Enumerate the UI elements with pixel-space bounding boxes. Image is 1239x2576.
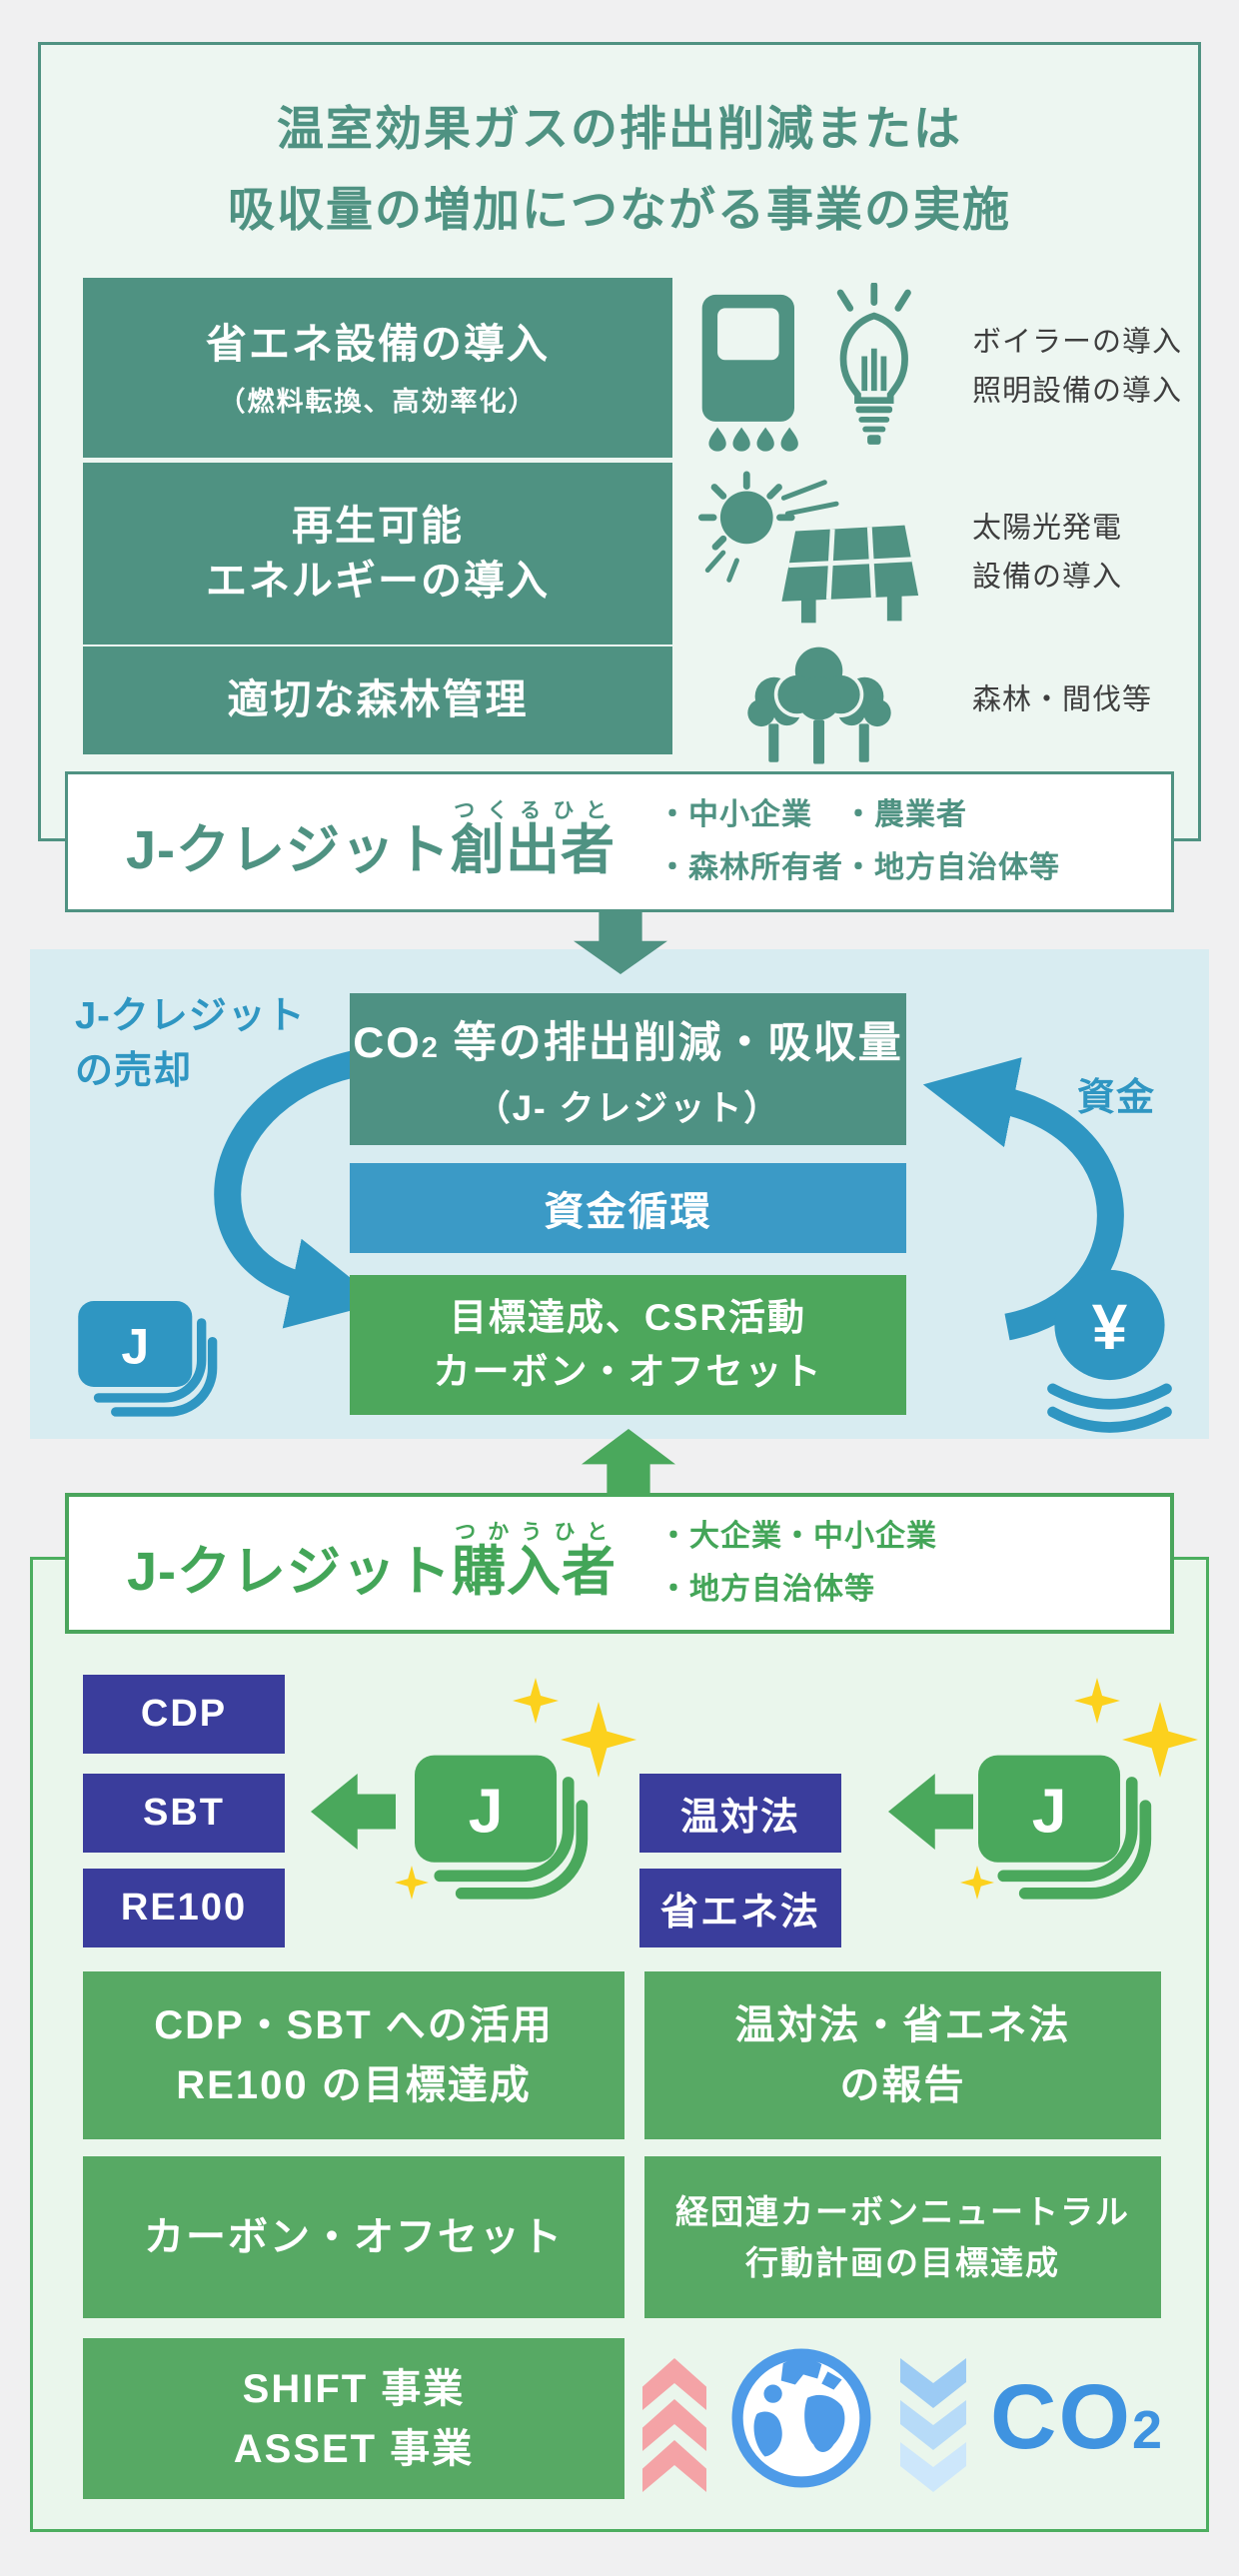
creator-examples-line1: ・中小企業 ・農業者	[657, 798, 968, 831]
renewable-example-label: 太陽光発電 設備の導入	[972, 505, 1122, 604]
renewable-line2: エネルギーの導入	[206, 558, 550, 604]
benefit-shift-line2: ASSET 事業	[233, 2426, 475, 2471]
forest-management-box: 適切な森林管理	[83, 646, 672, 754]
co2-reduction-box: CO2 等の排出削減・吸収量 （J- クレジット）	[350, 993, 906, 1145]
creator-examples: ・中小企業 ・農業者 ・森林所有者・地方自治体等	[657, 789, 1060, 894]
chevron-up-icon	[642, 2440, 706, 2492]
credit-creator-box: J-クレジット創出者つくるひと ・中小企業 ・農業者 ・森林所有者・地方自治体等	[65, 771, 1174, 912]
label-lighting: 照明設備の導入	[972, 376, 1183, 408]
page-title: 温室効果ガスの排出削減または 吸収量の増加につながる事業の実施	[41, 89, 1198, 251]
buyer-furigana: つかうひと	[452, 1521, 618, 1544]
renewable-line1: 再生可能	[292, 502, 464, 549]
benefit-keidanren-line2: 行動計画の目標達成	[745, 2244, 1060, 2281]
sparkle-icon	[1074, 1678, 1120, 1724]
credit-sale-label-line2: の売却	[75, 1050, 193, 1093]
row-energy-saving: 省エネ設備の導入 （燃料転換、高効率化）	[41, 278, 1198, 458]
chevron-down-icon	[900, 2358, 966, 2408]
benefit-shift-asset-box: SHIFT 事業 ASSET 事業	[83, 2338, 624, 2499]
sparkle-icon	[513, 1678, 559, 1724]
goal-line2: カーボン・オフセット	[433, 1351, 823, 1392]
boiler-and-bulb-icon	[685, 278, 953, 458]
scheme-ontaiho: 温対法	[639, 1774, 841, 1853]
benefit-offset-text: カーボン・オフセット	[144, 2215, 564, 2259]
benefit-law-report-box: 温対法・省エネ法 の報告	[644, 1971, 1161, 2139]
label-solar-equipment: 設備の導入	[972, 562, 1123, 594]
co2-reduction-rest: 等の排出削減・吸収量	[439, 1018, 903, 1067]
funds-label: 資金	[1077, 1077, 1156, 1119]
scheme-sbt: SBT	[83, 1774, 285, 1853]
benefit-law-line2: の報告	[839, 2063, 966, 2107]
creator-heading-base: 創出者	[451, 820, 617, 880]
fund-circulation-box: 資金循環	[350, 1163, 906, 1253]
sun-solar-panel-icon	[685, 463, 953, 644]
arrow-left-icon	[888, 1774, 973, 1850]
buyer-heading-prefix: J-クレジット	[127, 1542, 453, 1602]
creator-examples-line2: ・森林所有者・地方自治体等	[657, 850, 1061, 884]
energy-saving-subtitle: （燃料転換、高効率化）	[218, 387, 538, 418]
scheme-cdp: CDP	[83, 1675, 285, 1754]
j-letter: J	[1032, 1778, 1067, 1847]
row-renewable-energy: 再生可能 エネルギーの導入	[41, 463, 1198, 644]
buyer-examples: ・大企業・中小企業 ・地方自治体等	[658, 1511, 937, 1616]
creator-furigana: つくるひと	[451, 799, 616, 822]
j-letter: J	[469, 1778, 504, 1847]
co2-label: CO2	[990, 2371, 1164, 2463]
buyer-heading-base: 購入者	[452, 1542, 618, 1602]
benefit-shift-line1: SHIFT 事業	[242, 2366, 466, 2411]
scheme-shoeneho: 省エネ法	[639, 1869, 841, 1947]
creator-heading: J-クレジット創出者つくるひと	[126, 799, 616, 884]
benefit-cdp-sbt-box: CDP・SBT への活用 RE100 の目標達成	[83, 1971, 624, 2139]
credit-usage-section: CDP SBT RE100 J 温対法 省エネ法	[30, 1557, 1209, 2532]
co2-label-subscript: 2	[1132, 2400, 1165, 2460]
earth-icon	[730, 2347, 872, 2489]
j-credit-card-icon: J	[415, 1755, 595, 1912]
benefit-cdp-sbt-line1: CDP・SBT への活用	[154, 2003, 554, 2047]
page-title-line2: 吸収量の増加につながる事業の実施	[228, 182, 1011, 236]
credit-buyer-box: J-クレジット購入者つかうひと ・大企業・中小企業 ・地方自治体等	[65, 1493, 1174, 1634]
forest-icon	[685, 643, 953, 764]
forest-title: 適切な森林管理	[227, 676, 529, 723]
yen-coin-icon: ¥	[1037, 1267, 1182, 1433]
benefit-carbon-offset-box: カーボン・オフセット	[83, 2156, 624, 2318]
goal-line1: 目標達成、CSR活動	[449, 1297, 807, 1339]
co2-reduction-line1: CO2 等の排出削減・吸収量	[353, 1008, 903, 1070]
energy-saving-title: 省エネ設備の導入	[206, 320, 550, 367]
credit-sale-label: J-クレジット の売却	[75, 989, 306, 1099]
benefit-cdp-sbt-line2: RE100 の目標達成	[176, 2063, 532, 2107]
forest-example-label: 森林・間伐等	[972, 675, 1152, 724]
co2-label-main: CO	[990, 2366, 1132, 2468]
yen-symbol: ¥	[1092, 1291, 1128, 1363]
j-letter: J	[121, 1318, 149, 1374]
label-forest-thinning: 森林・間伐等	[972, 683, 1153, 716]
credit-sale-label-line1: J-クレジット	[75, 995, 306, 1037]
scheme-re100: RE100	[83, 1869, 285, 1947]
goal-achievement-box: 目標達成、CSR活動 カーボン・オフセット	[350, 1275, 906, 1415]
row-forest-management: 適切な森林管理	[41, 643, 1198, 764]
j-credit-card-icon: J	[978, 1755, 1158, 1912]
label-solar: 太陽光発電	[972, 512, 1123, 545]
energy-saving-box: 省エネ設備の導入 （燃料転換、高効率化）	[83, 278, 672, 458]
energy-saving-example-label: ボイラーの導入 照明設備の導入	[972, 319, 1182, 418]
j-credit-card-icon: J	[78, 1301, 258, 1426]
buyer-heading: J-クレジット購入者つかうひと	[127, 1521, 617, 1606]
label-boiler: ボイラーの導入	[972, 326, 1183, 359]
benefit-keidanren-line1: 経団連カーボンニュートラル	[675, 2192, 1130, 2230]
buyer-examples-line1: ・大企業・中小企業	[658, 1520, 938, 1553]
credit-cycle-section: J-クレジット の売却 資金 CO2 等の排出削減・吸収量 （J- クレジット）…	[30, 949, 1209, 1439]
co2-subscript: 2	[421, 1031, 440, 1064]
arrow-left-icon	[311, 1774, 396, 1850]
buyer-examples-line2: ・地方自治体等	[658, 1572, 876, 1606]
benefit-law-line1: 温対法・省エネ法	[734, 2003, 1071, 2047]
page-title-line1: 温室効果ガスの排出削減または	[277, 102, 962, 155]
co2-text: CO	[353, 1018, 422, 1067]
arrow-up-icon	[582, 1429, 675, 1497]
project-implementation-card: 温室効果ガスの排出削減または 吸収量の増加につながる事業の実施 省エネ設備の導入…	[38, 42, 1201, 841]
co2-reduction-line2: （J- クレジット）	[475, 1088, 781, 1128]
benefit-keidanren-box: 経団連カーボンニュートラル 行動計画の目標達成	[644, 2156, 1161, 2318]
renewable-energy-box: 再生可能 エネルギーの導入	[83, 463, 672, 644]
creator-heading-prefix: J-クレジット	[126, 820, 452, 880]
cycle-arrows-icon	[214, 1047, 1124, 1341]
